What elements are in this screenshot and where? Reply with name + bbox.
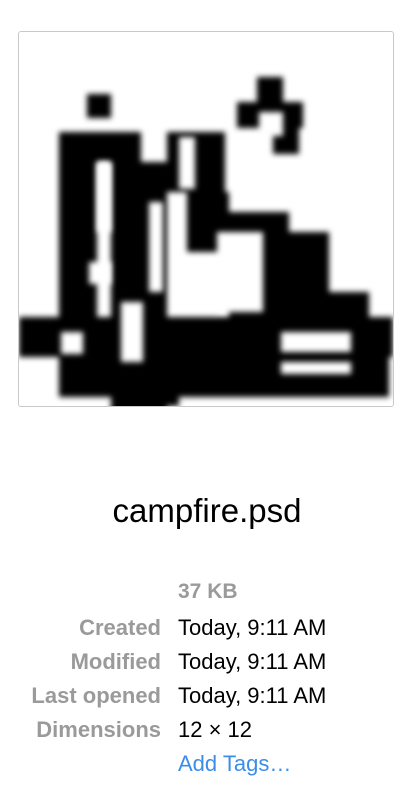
file-size: 37 KB [178,580,238,603]
dimensions-label: Dimensions [36,717,161,742]
info-row-dimensions: Dimensions 12 × 12 [0,715,414,749]
last-opened-value: Today, 9:11 AM [178,683,327,708]
modified-value: Today, 9:11 AM [178,649,327,674]
file-preview-thumbnail [18,31,394,407]
created-label: Created [79,615,161,640]
modified-label: Modified [70,649,161,674]
info-row-last-opened: Last opened Today, 9:11 AM [0,681,414,715]
file-name: campfire.psd [112,492,302,529]
info-row-modified: Modified Today, 9:11 AM [0,647,414,681]
dimensions-value: 12 × 12 [178,717,253,742]
info-row-created: Created Today, 9:11 AM [0,613,414,647]
add-tags-link[interactable]: Add Tags… [178,751,292,776]
last-opened-label: Last opened [31,683,161,708]
campfire-pixel-art-image [19,77,393,406]
created-value: Today, 9:11 AM [178,615,327,640]
